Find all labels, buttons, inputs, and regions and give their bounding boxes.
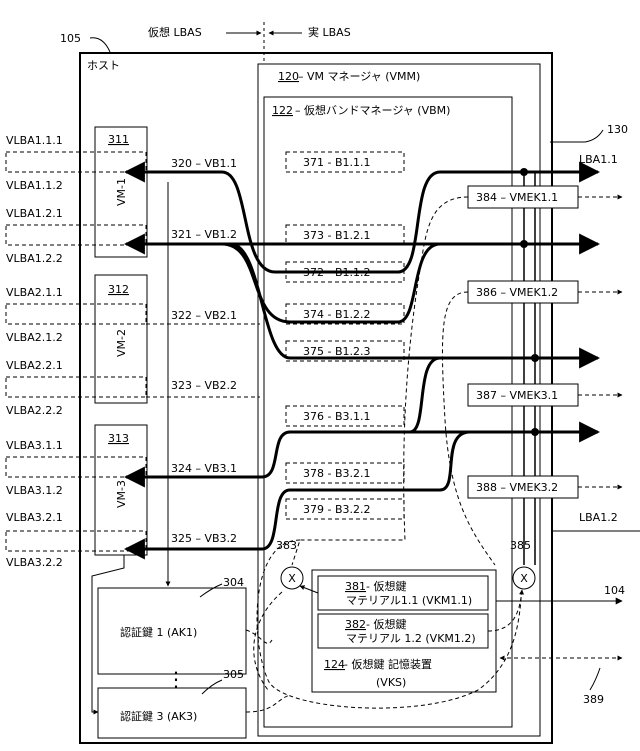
mixer-left-symbol: X [288, 572, 296, 585]
band-label-4: 374 - B1.2.2 [303, 308, 371, 321]
vmm-ref: 120 [278, 70, 299, 83]
bus-ref-leader [550, 130, 603, 142]
band-label-5: 375 - B1.2.3 [303, 345, 371, 358]
vlba-label-4: VLBA1.2.2 [6, 252, 63, 265]
band-label-1: 371 - B1.1.1 [303, 156, 371, 169]
key-lines [524, 172, 535, 565]
auth-key-1-ref-leader [200, 584, 222, 597]
output-104-ref: 104 [604, 584, 625, 597]
vlba-label-6: VLBA2.1.2 [6, 331, 63, 344]
vmm-label: – VM マネージャ (VMM) [298, 70, 420, 83]
auth-key-1-dashed [246, 630, 272, 643]
vlba-label-1: VLBA1.1.1 [6, 134, 63, 147]
vkm2-title: - 仮想鍵 [366, 617, 406, 631]
lba-bottom-label: LBA1.2 [579, 511, 618, 524]
band-label-7: 378 - B3.2.1 [303, 467, 371, 480]
junction-2 [520, 240, 528, 248]
vks-store-ref: 124 [324, 658, 345, 671]
vks-store-label: - 仮想鍵 記憶装置 [344, 657, 432, 671]
vmek-label-2: 386 – VMEK1.2 [476, 286, 558, 299]
host-label: ホスト [87, 59, 120, 72]
output-389-leader [590, 668, 600, 690]
vb-label-5: 324 – VB3.1 [171, 462, 237, 475]
vlba-label-3: VLBA1.2.1 [6, 207, 63, 220]
vbm-ref: 122 [272, 104, 293, 117]
vb-label-4: 323 – VB2.2 [171, 379, 237, 392]
vlba-label-8: VLBA2.2.2 [6, 404, 63, 417]
host-ref-leader [90, 38, 110, 52]
vmek-label-3: 387 – VMEK3.1 [476, 389, 558, 402]
vb-label-6: 325 – VB3.2 [171, 532, 237, 545]
vb-label-3: 322 – VB2.1 [171, 309, 237, 322]
vlba-label-9: VLBA3.1.1 [6, 439, 63, 452]
vm-ref-3: 313 [108, 432, 129, 445]
vb-label-2: 321 – VB1.2 [171, 228, 237, 241]
real-lbas-label: 実 LBAS [308, 25, 351, 39]
vlba-label-11: VLBA3.2.1 [6, 511, 63, 524]
output-389-ref: 389 [583, 693, 604, 706]
vkm2-line2: マテリアル 1.2 (VKM1.2) [346, 632, 476, 645]
band-label-6: 376 - B3.1.1 [303, 410, 371, 423]
mixer-right-symbol: X [520, 572, 528, 585]
vm-name-1: VM-1 [115, 178, 128, 206]
vmek-label-1: 384 – VMEK1.1 [476, 191, 558, 204]
host-ref: 105 [60, 32, 81, 45]
vkm2-ref: 382 [345, 618, 366, 631]
vkm1-ref: 381 [345, 580, 366, 593]
vkm1-line2: マテリアル1.1 (VKM1.1) [346, 594, 472, 607]
vkm1-title: - 仮想鍵 [366, 579, 406, 593]
vb-label-1: 320 – VB1.1 [171, 157, 237, 170]
junction-1 [520, 168, 528, 176]
auth-key-1-ref: 304 [223, 576, 244, 589]
vmek-out-arrows [578, 197, 622, 487]
vlba-label-7: VLBA2.2.1 [6, 359, 63, 372]
junction-3 [531, 354, 539, 362]
auth-key-ellipsis: ⋮ [166, 667, 186, 691]
vlba-label-12: VLBA3.2.2 [6, 556, 63, 569]
auth-key-3-ref-leader [202, 680, 222, 694]
mixer-left-ref: 383 [276, 539, 297, 552]
band-boxes [286, 152, 404, 519]
vm-name-3: VM-3 [115, 480, 128, 508]
auth-key-3-label: 認証鍵 3 (AK3) [120, 709, 197, 723]
virtual-lbas-label: 仮想 LBAS [148, 25, 202, 39]
vmek-label-4: 388 – VMEK3.2 [476, 481, 558, 494]
band-label-2: 373 - B1.2.1 [303, 229, 371, 242]
vm-ref-2: 312 [108, 283, 129, 296]
bus-ref: 130 [607, 123, 628, 136]
auth-key-1-label: 認証鍵 1 (AK1) [120, 625, 197, 639]
vkm2-to-mixer-arrow [488, 590, 522, 631]
vlba-label-2: VLBA1.1.2 [6, 179, 63, 192]
vlba-label-5: VLBA2.1.1 [6, 286, 63, 299]
vmek-boxes [468, 186, 578, 498]
vks-store-abbr: (VKS) [376, 676, 406, 689]
vm-name-2: VM-2 [115, 329, 128, 357]
junction-4 [531, 428, 539, 436]
lba-top-label: LBA1.1 [579, 153, 618, 166]
vkm1-to-mixer-arrow [300, 586, 318, 593]
vm-ref-1: 311 [108, 133, 129, 146]
mixer-right-ref: 385 [510, 539, 531, 552]
vbm-label: – 仮想バンドマネージャ (VBM) [295, 103, 450, 117]
auth-key-3-dashed [246, 695, 290, 712]
auth-key-3-ref: 305 [223, 668, 244, 681]
band-label-8: 379 - B3.2.2 [303, 503, 371, 516]
vlba-label-10: VLBA3.1.2 [6, 484, 63, 497]
